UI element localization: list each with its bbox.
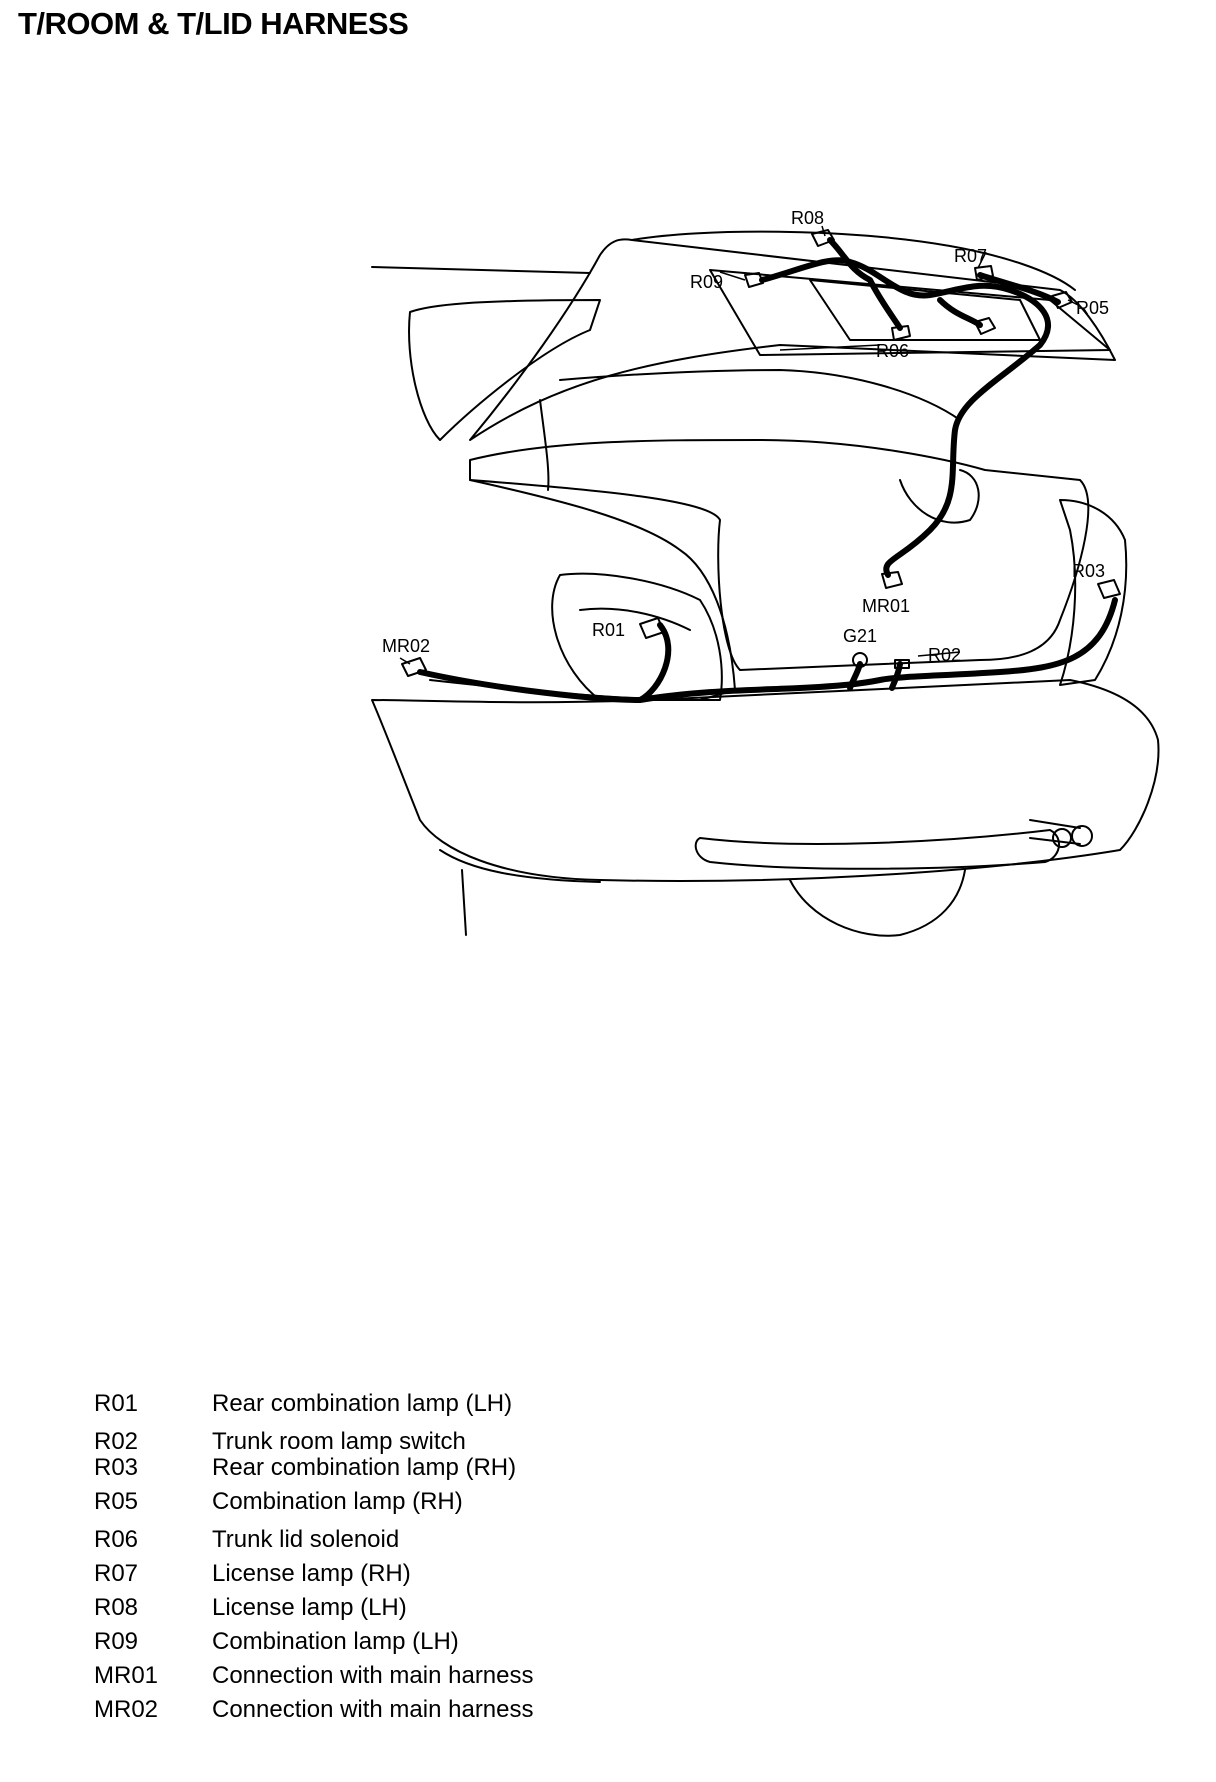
callout-r01: R01 bbox=[592, 620, 625, 640]
left-lamp-lens bbox=[579, 607, 691, 631]
leader-r07 bbox=[977, 251, 987, 269]
trunk-lid-inner bbox=[559, 369, 961, 421]
exhaust-tip-1 bbox=[1071, 825, 1093, 847]
legend-code: R01 bbox=[94, 1390, 139, 1417]
trunk-opening bbox=[469, 439, 1090, 671]
callout-r02: R02 bbox=[928, 645, 961, 665]
legend-description: Connection with main harness bbox=[212, 1662, 534, 1689]
legend-description: Combination lamp (LH) bbox=[212, 1628, 459, 1655]
harness-lid-branch bbox=[827, 237, 903, 331]
right-tail-lamp bbox=[1059, 499, 1128, 686]
leader-r08 bbox=[821, 225, 826, 237]
legend-code: R07 bbox=[94, 1560, 139, 1587]
leader-r05 bbox=[1067, 299, 1081, 307]
legend-description: License lamp (RH) bbox=[212, 1560, 411, 1587]
harness-lid-main bbox=[759, 257, 1051, 578]
legend-description: Rear combination lamp (RH) bbox=[212, 1454, 517, 1481]
connector-r09 bbox=[744, 272, 764, 288]
callout-r03: R03 bbox=[1072, 561, 1105, 581]
body-lower-left bbox=[461, 869, 467, 936]
left-quarter-panel bbox=[429, 479, 736, 701]
page-title: T/ROOM & T/LID HARNESS bbox=[18, 6, 409, 41]
callout-r08: R08 bbox=[791, 208, 824, 228]
harness-trunk-floor bbox=[417, 597, 1118, 703]
bumper-strip bbox=[694, 829, 1060, 870]
legend-description: License lamp (LH) bbox=[212, 1594, 407, 1621]
legend-description: Combination lamp (RH) bbox=[212, 1488, 463, 1515]
leader-r06 bbox=[779, 344, 881, 351]
callout-r05: R05 bbox=[1076, 298, 1109, 318]
leader-mr02 bbox=[399, 657, 411, 665]
callout-r06: R06 bbox=[876, 341, 909, 361]
callout-mr02: MR02 bbox=[382, 636, 430, 656]
roof-line bbox=[371, 266, 591, 274]
harness-lid-branch-2 bbox=[977, 272, 1061, 305]
legend-description: Trunk room lamp switch bbox=[212, 1428, 466, 1455]
exhaust-tip-2 bbox=[1052, 828, 1072, 848]
harness-lid-branch-3 bbox=[937, 297, 983, 328]
callout-r09: R09 bbox=[690, 272, 723, 292]
bumper-lower-line bbox=[439, 849, 601, 883]
connector-r02 bbox=[894, 659, 910, 669]
leader-r02 bbox=[917, 651, 961, 657]
legend-code: MR02 bbox=[94, 1696, 159, 1723]
harness-g21-branch bbox=[847, 661, 863, 691]
legend-description: Rear combination lamp (LH) bbox=[212, 1390, 513, 1417]
rear-bumper bbox=[371, 679, 1160, 882]
callout-r07: R07 bbox=[954, 246, 987, 266]
license-recess bbox=[709, 269, 1111, 356]
legend-code: R02 bbox=[94, 1428, 139, 1455]
legend-description: Trunk lid solenoid bbox=[212, 1526, 400, 1553]
rear-tire bbox=[789, 869, 966, 937]
leader-r09 bbox=[719, 271, 746, 281]
legend-code: R05 bbox=[94, 1488, 139, 1515]
legend-code: R03 bbox=[94, 1454, 139, 1481]
legend-code: R09 bbox=[94, 1628, 139, 1655]
harness-r02-branch bbox=[889, 661, 903, 691]
legend-code: MR01 bbox=[94, 1662, 159, 1689]
connector-mr01 bbox=[881, 571, 903, 589]
harness-diagram: R08 R07 R09 R05 R06 R03 MR01 R01 G21 R02… bbox=[371, 208, 1160, 937]
trunk-lid-top bbox=[631, 230, 1076, 291]
connector-mr02 bbox=[401, 657, 427, 677]
trunk-lid-support bbox=[539, 399, 550, 491]
callout-g21: G21 bbox=[843, 626, 877, 646]
connector-r03 bbox=[1097, 579, 1121, 599]
callout-mr01: MR01 bbox=[862, 596, 910, 616]
legend-code: R08 bbox=[94, 1594, 139, 1621]
legend-code: R06 bbox=[94, 1526, 139, 1553]
connector-r06b bbox=[974, 317, 996, 335]
exhaust-pipe bbox=[1029, 819, 1081, 845]
left-tail-lamp bbox=[551, 572, 723, 701]
legend-description: Connection with main harness bbox=[212, 1696, 534, 1723]
trunk-floor-well bbox=[899, 469, 980, 524]
